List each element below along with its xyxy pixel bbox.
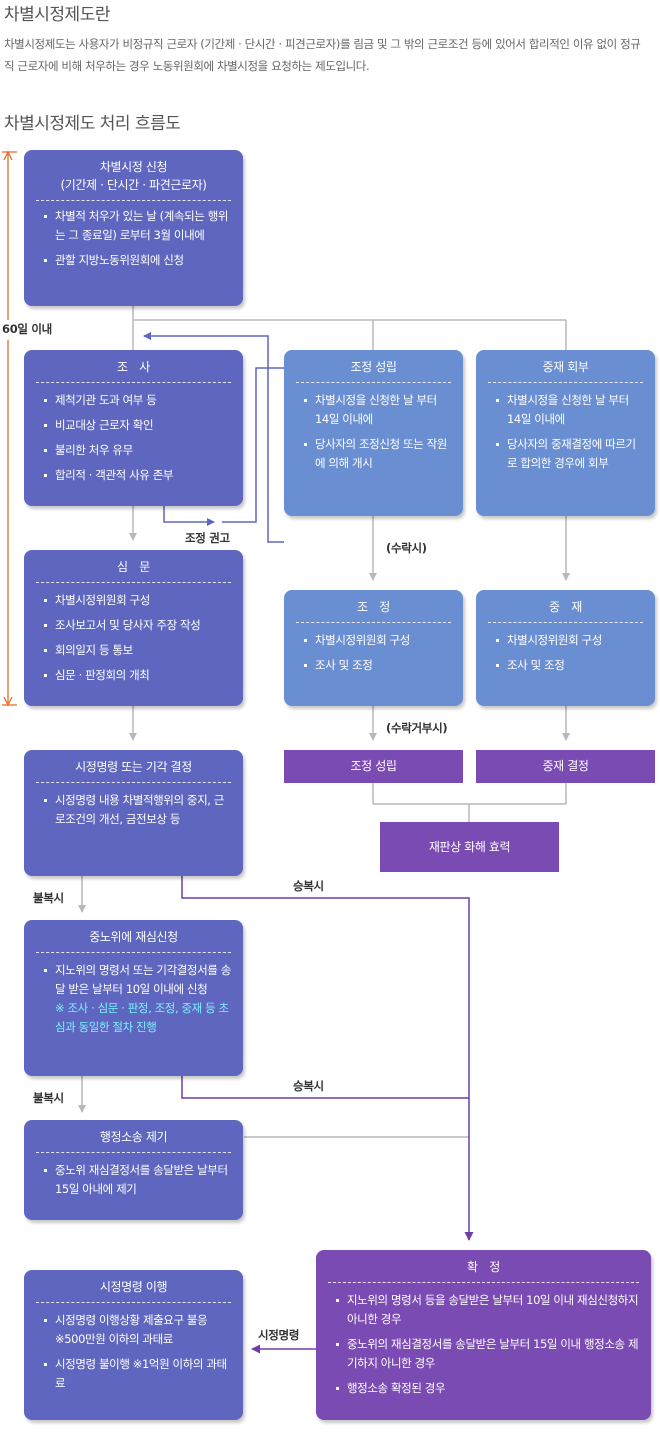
period-label: 60일 이내 — [2, 321, 52, 337]
box-hearing-item: 차별시정위원회 구성 — [42, 591, 233, 610]
page-title: 차별시정제도란 — [4, 5, 110, 25]
box-mediation-established-item: 차별시정을 신청한 날 부터 14일 이내에 — [302, 391, 453, 429]
box-lawsuit: 행정소송 제기 중노위 재심결정서를 송달받은 날부터 15일 아내에 제기 — [24, 1120, 243, 1220]
box-central-review-item: 지노위의 명령서 또는 기각결정서를 송달 받은 날부터 10일 이내에 신청 ※… — [42, 961, 233, 1037]
box-lawsuit-title: 행정소송 제기 — [99, 1130, 168, 1144]
box-arbitration-title: 중 재 — [549, 600, 582, 614]
box-hearing-item: 심문 · 판정회의 개최 — [42, 666, 233, 685]
box-arbitration-item: 조사 및 조정 — [494, 656, 645, 675]
label-on-refuse: (수락거부시) — [386, 721, 448, 735]
box-mediation-item: 조사 및 조정 — [302, 656, 453, 675]
box-final-title: 확 정 — [467, 1260, 500, 1274]
box-compliance-item: 시정명령 불이행 ※1억원 이하의 과태료 — [42, 1355, 233, 1393]
box-central-review-title: 중노위에 재심신청 — [89, 930, 178, 944]
box-final-item: 지노위의 명령서 등을 송달받은 날부터 10일 이내 재심신청하지 아니한 경… — [334, 1291, 641, 1329]
box-apply-title-1: 차별시정 신청 — [99, 160, 168, 174]
box-arbitration-referral: 중재 회부 차별시정을 신청한 날 부터 14일 이내에 당사자의 중재결정에 … — [476, 350, 655, 516]
box-hearing-title: 심 문 — [117, 560, 150, 574]
box-mediation-established-title: 조정 성립 — [350, 360, 397, 374]
box-arbitration-item: 차별시정위원회 구성 — [494, 631, 645, 650]
box-arbitration: 중 재 차별시정위원회 구성 조사 및 조정 — [476, 590, 655, 706]
box-arbitration-referral-item: 차별시정을 신청한 날 부터 14일 이내에 — [494, 391, 645, 429]
box-survey-item: 불리한 처우 유무 — [42, 441, 233, 460]
central-review-note: ※ 조사 · 심문 · 판정, 조정, 중재 등 초심과 동일한 절차 진행 — [55, 1001, 229, 1034]
label-on-accept: (수락시) — [386, 541, 427, 555]
box-final: 확 정 지노위의 명령서 등을 송달받은 날부터 10일 이내 재심신청하지 아… — [316, 1250, 651, 1420]
box-mediation-title: 조 정 — [357, 600, 390, 614]
label-comply-2: 승복시 — [293, 1079, 324, 1093]
label-dissent-1: 불복시 — [33, 891, 64, 905]
intro-text: 차별시정제도는 사용자가 비정규직 근로자 (기간제 · 단시간 · 피견근로자… — [4, 37, 641, 73]
box-hearing-item: 회의일지 등 통보 — [42, 641, 233, 660]
central-review-main: 지노위의 명령서 또는 기각결정서를 송달 받은 날부터 10일 이내에 신청 — [55, 963, 231, 996]
box-compliance: 시정명령 이행 시정명령 이행상황 제출요구 불응 ※500만원 이하의 과태료… — [24, 1270, 243, 1420]
box-apply-title-2: (기간제 · 단시간 · 파견근로자) — [60, 178, 207, 192]
box-mediation-established: 조정 성립 차별시정을 신청한 날 부터 14일 이내에 당사자의 조정신청 또… — [284, 350, 463, 516]
box-apply-item: 관할 지방노동위원회에 신청 — [42, 251, 233, 270]
box-mediation-established-item: 당사자의 조정신청 또는 작원에 의해 개시 — [302, 435, 453, 473]
box-apply-item: 차별적 처우가 있는 날 (계속되는 행위는 그 종료일) 로부터 3월 이내에 — [42, 207, 233, 245]
box-survey-title: 조 사 — [117, 360, 150, 374]
box-survey: 조 사 제척기관 도과 여부 등 비교대상 근로자 확인 불리한 처우 유무 합… — [24, 350, 243, 506]
box-apply: 차별시정 신청 (기간제 · 단시간 · 파견근로자) 차별적 처우가 있는 날… — [24, 150, 243, 306]
box-arbitration-referral-title: 중재 회부 — [542, 360, 589, 374]
period-bracket — [2, 150, 17, 707]
label-dissent-2: 불복시 — [33, 1091, 64, 1105]
box-mediation-item: 차별시정위원회 구성 — [302, 631, 453, 650]
box-central-review: 중노위에 재심신청 지노위의 명령서 또는 기각결정서를 송달 받은 날부터 1… — [24, 920, 243, 1076]
box-survey-item: 비교대상 근로자 확인 — [42, 416, 233, 435]
box-hearing-item: 조사보고서 및 당사자 주장 작성 — [42, 616, 233, 635]
label-comply-1: 승복시 — [293, 879, 324, 893]
tag-arbitration-decision: 중재 결정 — [476, 750, 655, 783]
box-order-item: 시정명령 내용 차별적행위의 중지, 근로조건의 개선, 금전보상 등 — [42, 791, 233, 829]
tag-court-settlement-effect: 재판상 화해 효력 — [380, 822, 559, 872]
box-hearing: 심 문 차별시정위원회 구성 조사보고서 및 당사자 주장 작성 회의일지 등 … — [24, 550, 243, 706]
box-final-item: 행정소송 확정된 경우 — [334, 1379, 641, 1398]
box-survey-item: 제척기관 도과 여부 등 — [42, 391, 233, 410]
box-order: 시정명령 또는 기각 결정 시정명령 내용 차별적행위의 중지, 근로조건의 개… — [24, 750, 243, 876]
box-arbitration-referral-item: 당사자의 중재결정에 따르기로 합의한 경우에 회부 — [494, 435, 645, 473]
label-mediation-advice: 조정 권고 — [185, 531, 230, 545]
box-compliance-item: 시정명령 이행상황 제출요구 불응 ※500만원 이하의 과태료 — [42, 1311, 233, 1349]
flow-title: 차별시정제도 처리 흐름도 — [4, 114, 181, 134]
box-lawsuit-item: 중노위 재심결정서를 송달받은 날부터 15일 아내에 제기 — [42, 1161, 233, 1199]
label-correction-order: 시정명령 — [258, 1328, 300, 1342]
box-compliance-title: 시정명령 이행 — [99, 1280, 168, 1294]
tag-mediation-established: 조정 성립 — [284, 750, 463, 783]
box-mediation: 조 정 차별시정위원회 구성 조사 및 조정 — [284, 590, 463, 706]
box-order-title: 시정명령 또는 기각 결정 — [75, 760, 192, 774]
box-survey-item: 합리적 · 객관적 사유 존부 — [42, 466, 233, 485]
box-final-item: 중노위의 재심결정서를 송달받은 날부터 15일 이내 행정소송 제기하지 아니… — [334, 1335, 641, 1373]
